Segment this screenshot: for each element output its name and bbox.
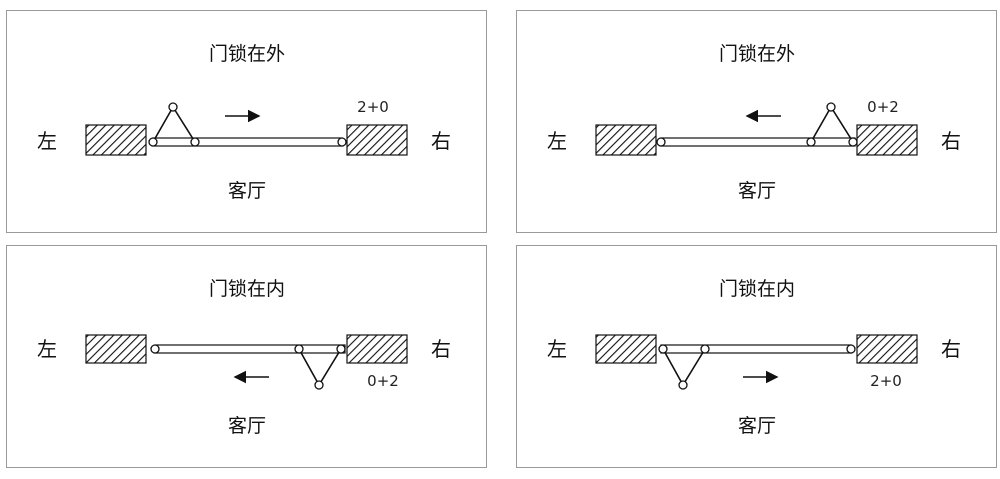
- door-track: [660, 344, 852, 354]
- left-label: 左: [547, 337, 567, 361]
- left-label: 左: [37, 129, 57, 153]
- room-label: 客厅: [228, 415, 266, 437]
- door-track: [660, 137, 856, 147]
- folded-door-leaves: [810, 105, 854, 143]
- left-wall: [595, 124, 657, 156]
- position-code: 0+2: [867, 98, 899, 116]
- folded-door-leaves: [298, 348, 342, 387]
- left-wall: [595, 334, 657, 364]
- room-label: 客厅: [738, 415, 776, 437]
- right-wall: [856, 334, 918, 364]
- hinge-pivot: [806, 137, 816, 147]
- track-end: [337, 137, 347, 147]
- panel-lock-outside-2: 门锁在外 左 右 客厅 0+2: [516, 10, 997, 233]
- hinge-pivot: [314, 380, 324, 390]
- room-label: 客厅: [738, 180, 776, 202]
- panel-lock-inside-1: 门锁在内 左 右 客厅 0+2: [6, 245, 487, 468]
- panel-title: 门锁在外: [719, 43, 795, 65]
- track-end: [150, 344, 160, 354]
- position-code: 2+0: [870, 372, 902, 390]
- room-label: 客厅: [228, 180, 266, 202]
- left-label: 左: [37, 337, 57, 361]
- hinge-pivot: [148, 137, 158, 147]
- hinge-pivot: [700, 344, 710, 354]
- panel-title: 门锁在内: [719, 278, 795, 300]
- hinge-pivot: [848, 137, 858, 147]
- hinge-pivot: [190, 137, 200, 147]
- track-end: [656, 137, 666, 147]
- panel-lock-outside-1: 门锁在外 左 右 客厅 2+0: [6, 10, 487, 233]
- hinge-pivot: [678, 380, 688, 390]
- folded-door-leaves: [152, 105, 196, 143]
- right-label: 右: [941, 337, 961, 361]
- right-label: 右: [941, 129, 961, 153]
- hinge-pivot: [826, 102, 836, 112]
- hinge-pivot: [168, 102, 178, 112]
- door-track: [154, 344, 346, 354]
- right-wall: [856, 124, 918, 156]
- right-wall: [346, 334, 408, 364]
- hinge-pivot: [294, 344, 304, 354]
- panel-lock-inside-2: 门锁在内 左 右 客厅 2+0: [516, 245, 997, 468]
- diagram-svg: 门锁在内 左 右 客厅 2+0: [547, 278, 961, 437]
- hinge-pivot: [336, 344, 346, 354]
- panel-title: 门锁在内: [209, 278, 285, 300]
- diagram-svg: 门锁在内 左 右 客厅 0+2: [37, 278, 451, 437]
- right-wall: [346, 124, 408, 156]
- right-label: 右: [431, 129, 451, 153]
- door-track: [152, 137, 343, 147]
- position-code: 2+0: [357, 98, 389, 116]
- hinge-pivot: [658, 344, 668, 354]
- track-end: [846, 344, 856, 354]
- position-code: 0+2: [367, 372, 399, 390]
- panel-title: 门锁在外: [209, 43, 285, 65]
- folded-door-leaves: [662, 348, 706, 387]
- left-wall: [85, 124, 147, 156]
- right-label: 右: [431, 337, 451, 361]
- diagram-svg: 门锁在外 左 右 客厅 2+0: [37, 43, 451, 202]
- diagram-svg: 门锁在外 左 右 客厅 0+2: [547, 43, 961, 202]
- left-wall: [85, 334, 147, 364]
- left-label: 左: [547, 129, 567, 153]
